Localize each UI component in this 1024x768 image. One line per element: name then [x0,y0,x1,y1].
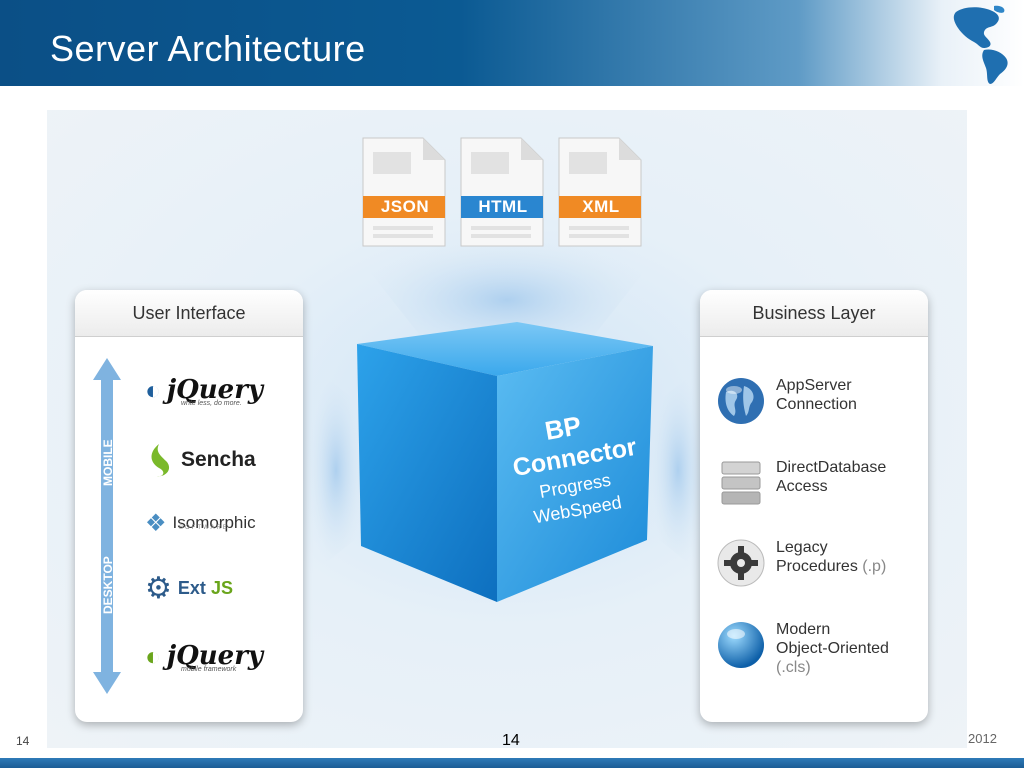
html-label: HTML [478,197,528,216]
modern-oo-item: Modern Object-Oriented (.cls) [716,620,889,677]
html-document: HTML [457,136,545,248]
isomorphic-tagline: SOFTWARE [179,525,229,531]
jquery-tagline: write less, do more. [181,400,242,407]
year-label: 2012 [968,731,997,746]
database-icon [721,461,761,505]
mobile-desktop-arrow: MOBILE DESKTOP [93,358,121,694]
page-number-center: 14 [502,732,520,749]
xml-document: XML [555,136,643,248]
slide-title: Server Architecture [50,28,366,69]
americas-globe-icon [953,5,1008,84]
extjs-name: Ext JS [177,577,233,598]
sphere-icon [718,622,764,668]
xml-label: XML [582,197,620,216]
jquery-mobile-name: jQuery [166,641,264,671]
jquery-mobile-logo: ◐ jQuery mobile framework [145,636,263,676]
jquery-mobile-swoosh-icon: ◐ [145,640,161,671]
bottom-bar [0,758,1024,768]
direct-database-item: DirectDatabase Access [716,458,886,508]
isomorphic-logo: ❖ Isomorphic SOFTWARE [145,503,256,543]
user-interface-heading: User Interface [75,290,303,337]
business-layer-panel: Business Layer AppServer Connection Dire… [700,290,928,722]
background-beams [305,230,709,580]
appserver-label: AppServer Connection [776,377,857,413]
sencha-leaf-icon [151,444,170,477]
business-layer-heading: Business Layer [700,290,928,337]
legacy-procedures-item: Legacy Procedures (.p) [716,538,886,588]
page-number-left: 14 [16,734,30,748]
sencha-logo: Sencha [145,440,256,480]
architecture-diagram: JSON HTML XML [47,110,967,748]
isomorphic-name: Isomorphic [172,513,256,532]
json-document: JSON [359,136,447,248]
extjs-logo: ⚙ Ext JS [145,568,233,608]
user-interface-panel: User Interface MOBILE DESKTOP ◐ jQuery w… [75,290,303,722]
direct-database-label: DirectDatabase Access [776,459,887,495]
modern-oo-label: Modern Object-Oriented (.cls) [776,621,889,676]
jquery-logo: ◐ jQuery write less, do more. [145,370,263,410]
jquery-mobile-tagline: mobile framework [181,666,237,673]
json-label: JSON [380,197,430,216]
isomorphic-cube-icon: ❖ [145,509,167,537]
jquery-swoosh-icon: ◐ [145,374,161,405]
bp-connector-cube: BP Connector Progress WebSpeed [357,322,653,602]
appserver-item: AppServer Connection [716,376,857,426]
extjs-gear-icon: ⚙ [145,571,172,605]
gear-icon [717,539,765,587]
globe-icon [718,378,764,424]
legacy-procedures-label: Legacy Procedures (.p) [776,539,887,575]
mobile-label: MOBILE [101,439,115,486]
title-bar: Server Architecture [0,0,1024,86]
desktop-label: DESKTOP [101,556,115,614]
jquery-name: jQuery [166,375,264,405]
sencha-name: Sencha [181,448,256,471]
cube-line1: BP [543,410,584,446]
json-label-band [363,196,445,218]
